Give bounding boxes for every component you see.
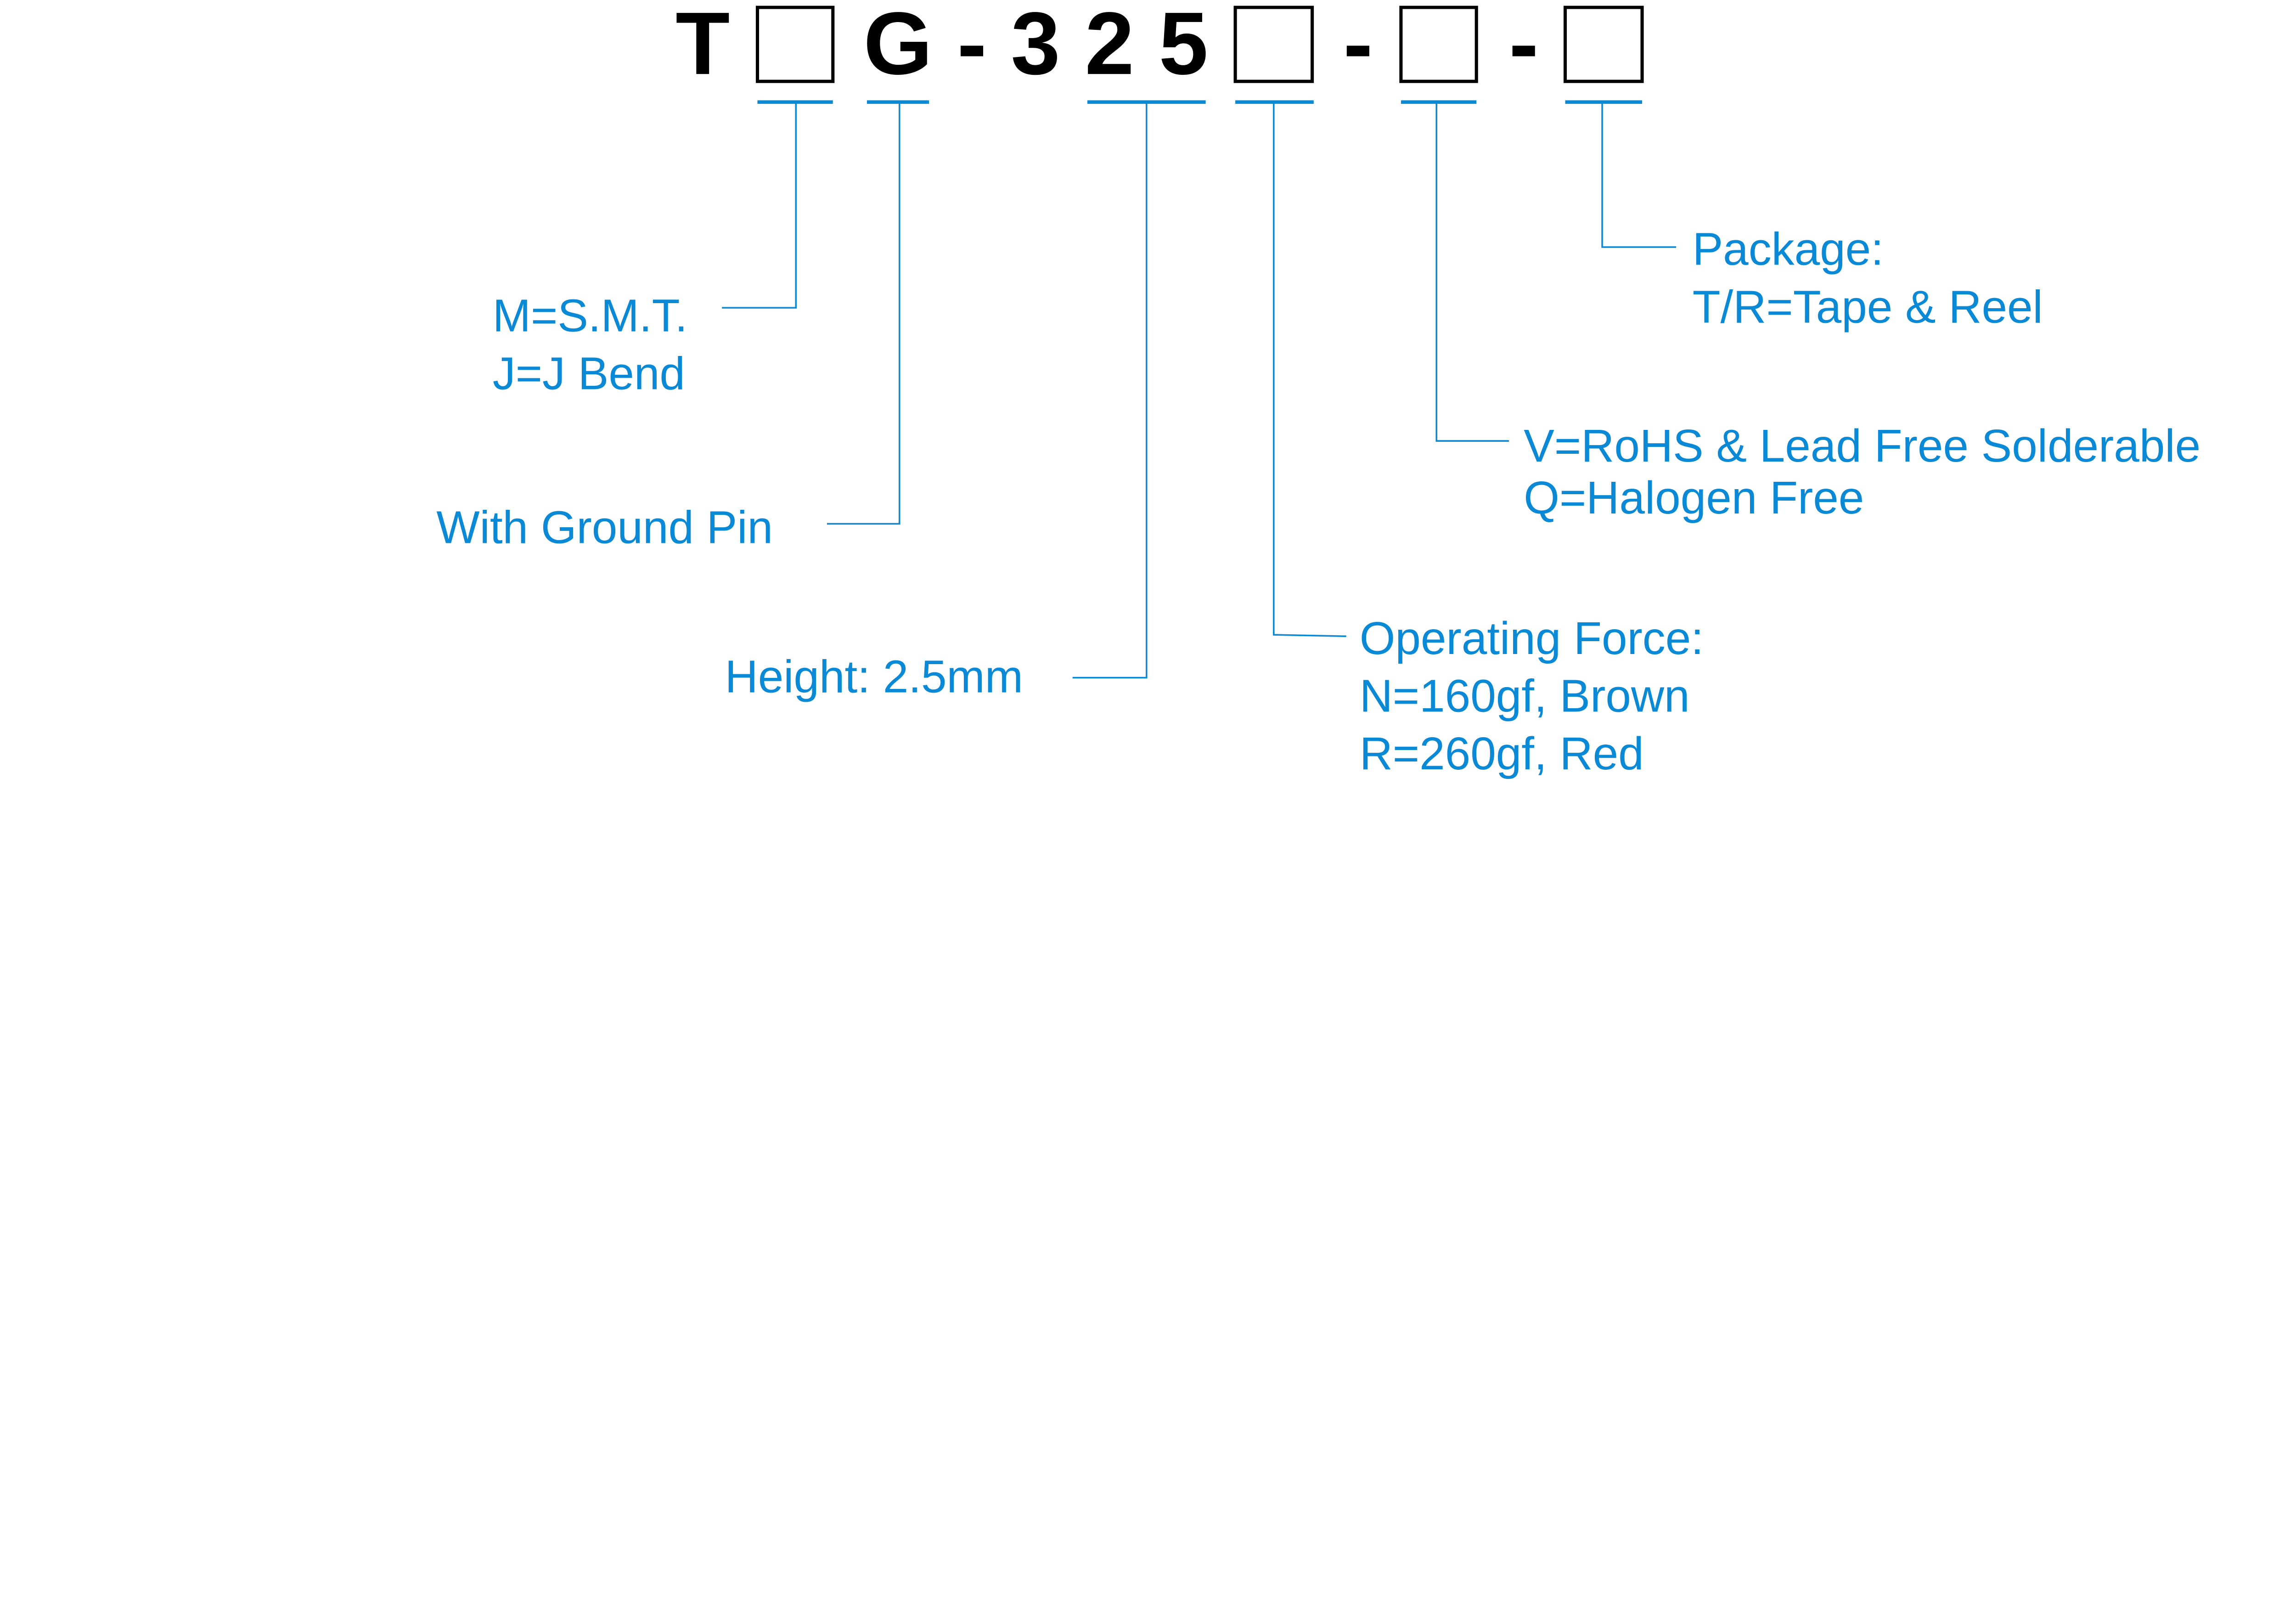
code-digit-2: 2: [1085, 0, 1134, 93]
code-digit-5: 5: [1159, 0, 1209, 93]
code-dash: -: [957, 0, 986, 93]
leader-force: [1273, 102, 1346, 637]
part-number-diagram: T G - 3 2 5 - - M=S.M.T. J=J Bend With G…: [436, 0, 2200, 779]
callout-terminal: M=S.M.T. J=J Bend: [493, 291, 687, 400]
force-n: N=160gf, Brown: [1360, 671, 1690, 722]
package-tr: T/R=Tape & Reel: [1693, 282, 2043, 333]
rohs-v: V=RoHS & Lead Free Solderable: [1524, 421, 2200, 472]
callout-ground: With Ground Pin: [436, 502, 773, 553]
leader-lines: [722, 102, 1677, 679]
code-slot-terminal: [755, 6, 835, 83]
leader-rohs: [1435, 102, 1509, 442]
callout-force: Operating Force: N=160gf, Brown R=260gf,…: [1360, 613, 1704, 779]
code-slot-rohs: [1399, 6, 1478, 83]
callout-package: Package: T/R=Tape & Reel: [1693, 224, 2043, 333]
force-title: Operating Force:: [1360, 613, 1704, 664]
code-digit-3: 3: [1011, 0, 1060, 93]
code-slot-force: [1233, 6, 1314, 83]
terminal-jbend: J=J Bend: [493, 348, 685, 399]
callout-height: Height: 2.5mm: [725, 652, 1023, 703]
rohs-q: Q=Halogen Free: [1524, 473, 1864, 524]
callout-rohs: V=RoHS & Lead Free Solderable Q=Halogen …: [1524, 421, 2200, 524]
leader-terminal: [722, 102, 797, 309]
leader-height: [1072, 102, 1148, 679]
leader-ground: [827, 102, 900, 525]
package-title: Package:: [1693, 224, 1884, 275]
height-label: Height: 2.5mm: [725, 652, 1023, 703]
code-dash: -: [1509, 0, 1538, 93]
force-r: R=260gf, Red: [1360, 728, 1644, 779]
code-prefix: T: [675, 0, 730, 93]
leader-package: [1601, 102, 1677, 248]
code-g: G: [863, 0, 932, 93]
terminal-smt: M=S.M.T.: [493, 291, 687, 342]
ground-pin-label: With Ground Pin: [436, 502, 773, 553]
part-number-code: T G - 3 2 5 - -: [675, 0, 1644, 93]
code-slot-package: [1563, 6, 1644, 83]
code-dash: -: [1343, 0, 1373, 93]
